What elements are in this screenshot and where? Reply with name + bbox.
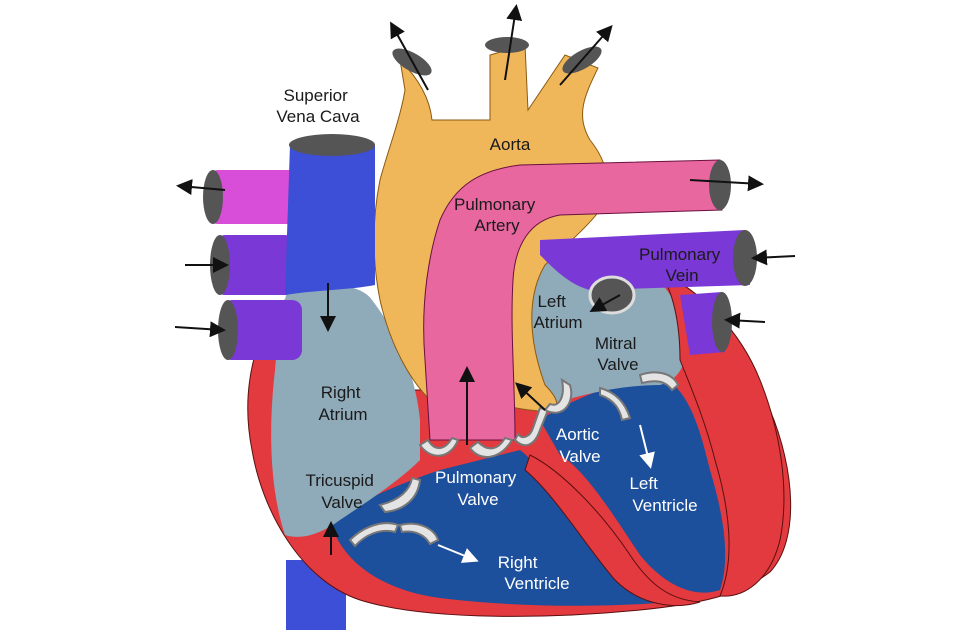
arrow-aorta-left bbox=[390, 21, 429, 91]
arrow-pulmonary-artery-left bbox=[176, 179, 226, 196]
superior-vena-cava bbox=[285, 145, 375, 295]
arrow-pulmonary-vein-right-lower bbox=[724, 312, 766, 329]
aortic-valve-shape bbox=[513, 377, 573, 447]
pulmonary-vein-left-upper bbox=[215, 235, 295, 295]
arrow-aorta-middle bbox=[504, 4, 523, 81]
arrow-right-ventricle bbox=[437, 544, 479, 563]
label-aorta: Aorta bbox=[490, 135, 531, 154]
label-pulmonary-valve: Pulmonary Valve bbox=[435, 468, 521, 509]
right-ventricle bbox=[330, 450, 690, 606]
tricuspid-valve-shape bbox=[348, 476, 440, 548]
arrow-aorta-right bbox=[559, 24, 613, 86]
pulmonary-valve-shape bbox=[418, 436, 514, 458]
flow-arrows-white bbox=[437, 424, 655, 563]
left-ventricle bbox=[540, 375, 726, 593]
arrow-pulmonary-vein-left-lower bbox=[174, 321, 226, 338]
pulmonary-artery-left-opening bbox=[203, 170, 223, 224]
label-right-ventricle: Right Ventricle bbox=[498, 553, 570, 593]
label-right-atrium: Right Atrium bbox=[318, 383, 367, 424]
pulmonary-vein-right-upper bbox=[540, 230, 750, 290]
label-superior-vena-cava: Superior Vena Cava bbox=[276, 86, 360, 126]
arrow-pulmonary-vein-right-upper bbox=[751, 249, 796, 266]
arrow-mitral-down bbox=[639, 424, 655, 469]
label-pulmonary-vein: Pulmonary Vein bbox=[639, 245, 725, 285]
superior-vena-cava-opening bbox=[289, 134, 375, 156]
arrow-left-atrium bbox=[589, 294, 621, 312]
label-left-atrium: Left Atrium bbox=[533, 292, 582, 332]
pulmonary-vein-left-lower-opening bbox=[218, 300, 238, 360]
pulmonary-artery-right-opening bbox=[709, 160, 731, 210]
label-mitral-valve: Mitral Valve bbox=[595, 334, 641, 374]
arrow-pulmonary-artery-right bbox=[689, 175, 764, 192]
pulmonary-vein-right-lower-opening bbox=[712, 292, 732, 352]
aorta-branch-middle-opening bbox=[485, 37, 529, 53]
septum bbox=[524, 454, 701, 607]
label-pulmonary-artery: Pulmonary Artery bbox=[454, 195, 540, 235]
mitral-valve-shape bbox=[599, 371, 680, 422]
flow-arrows bbox=[174, 4, 796, 555]
label-left-ventricle: Left Ventricle bbox=[629, 474, 697, 515]
arrow-aortic-valve bbox=[515, 382, 546, 411]
left-atrium bbox=[520, 259, 687, 405]
pulmonary-vein-right-upper-opening bbox=[733, 230, 757, 286]
right-atrium bbox=[271, 284, 420, 537]
label-tricuspid-valve: Tricuspid Valve bbox=[305, 471, 378, 512]
label-aortic-valve: Aortic Valve bbox=[556, 425, 604, 466]
pulmonary-vein-left-lower bbox=[222, 300, 302, 360]
